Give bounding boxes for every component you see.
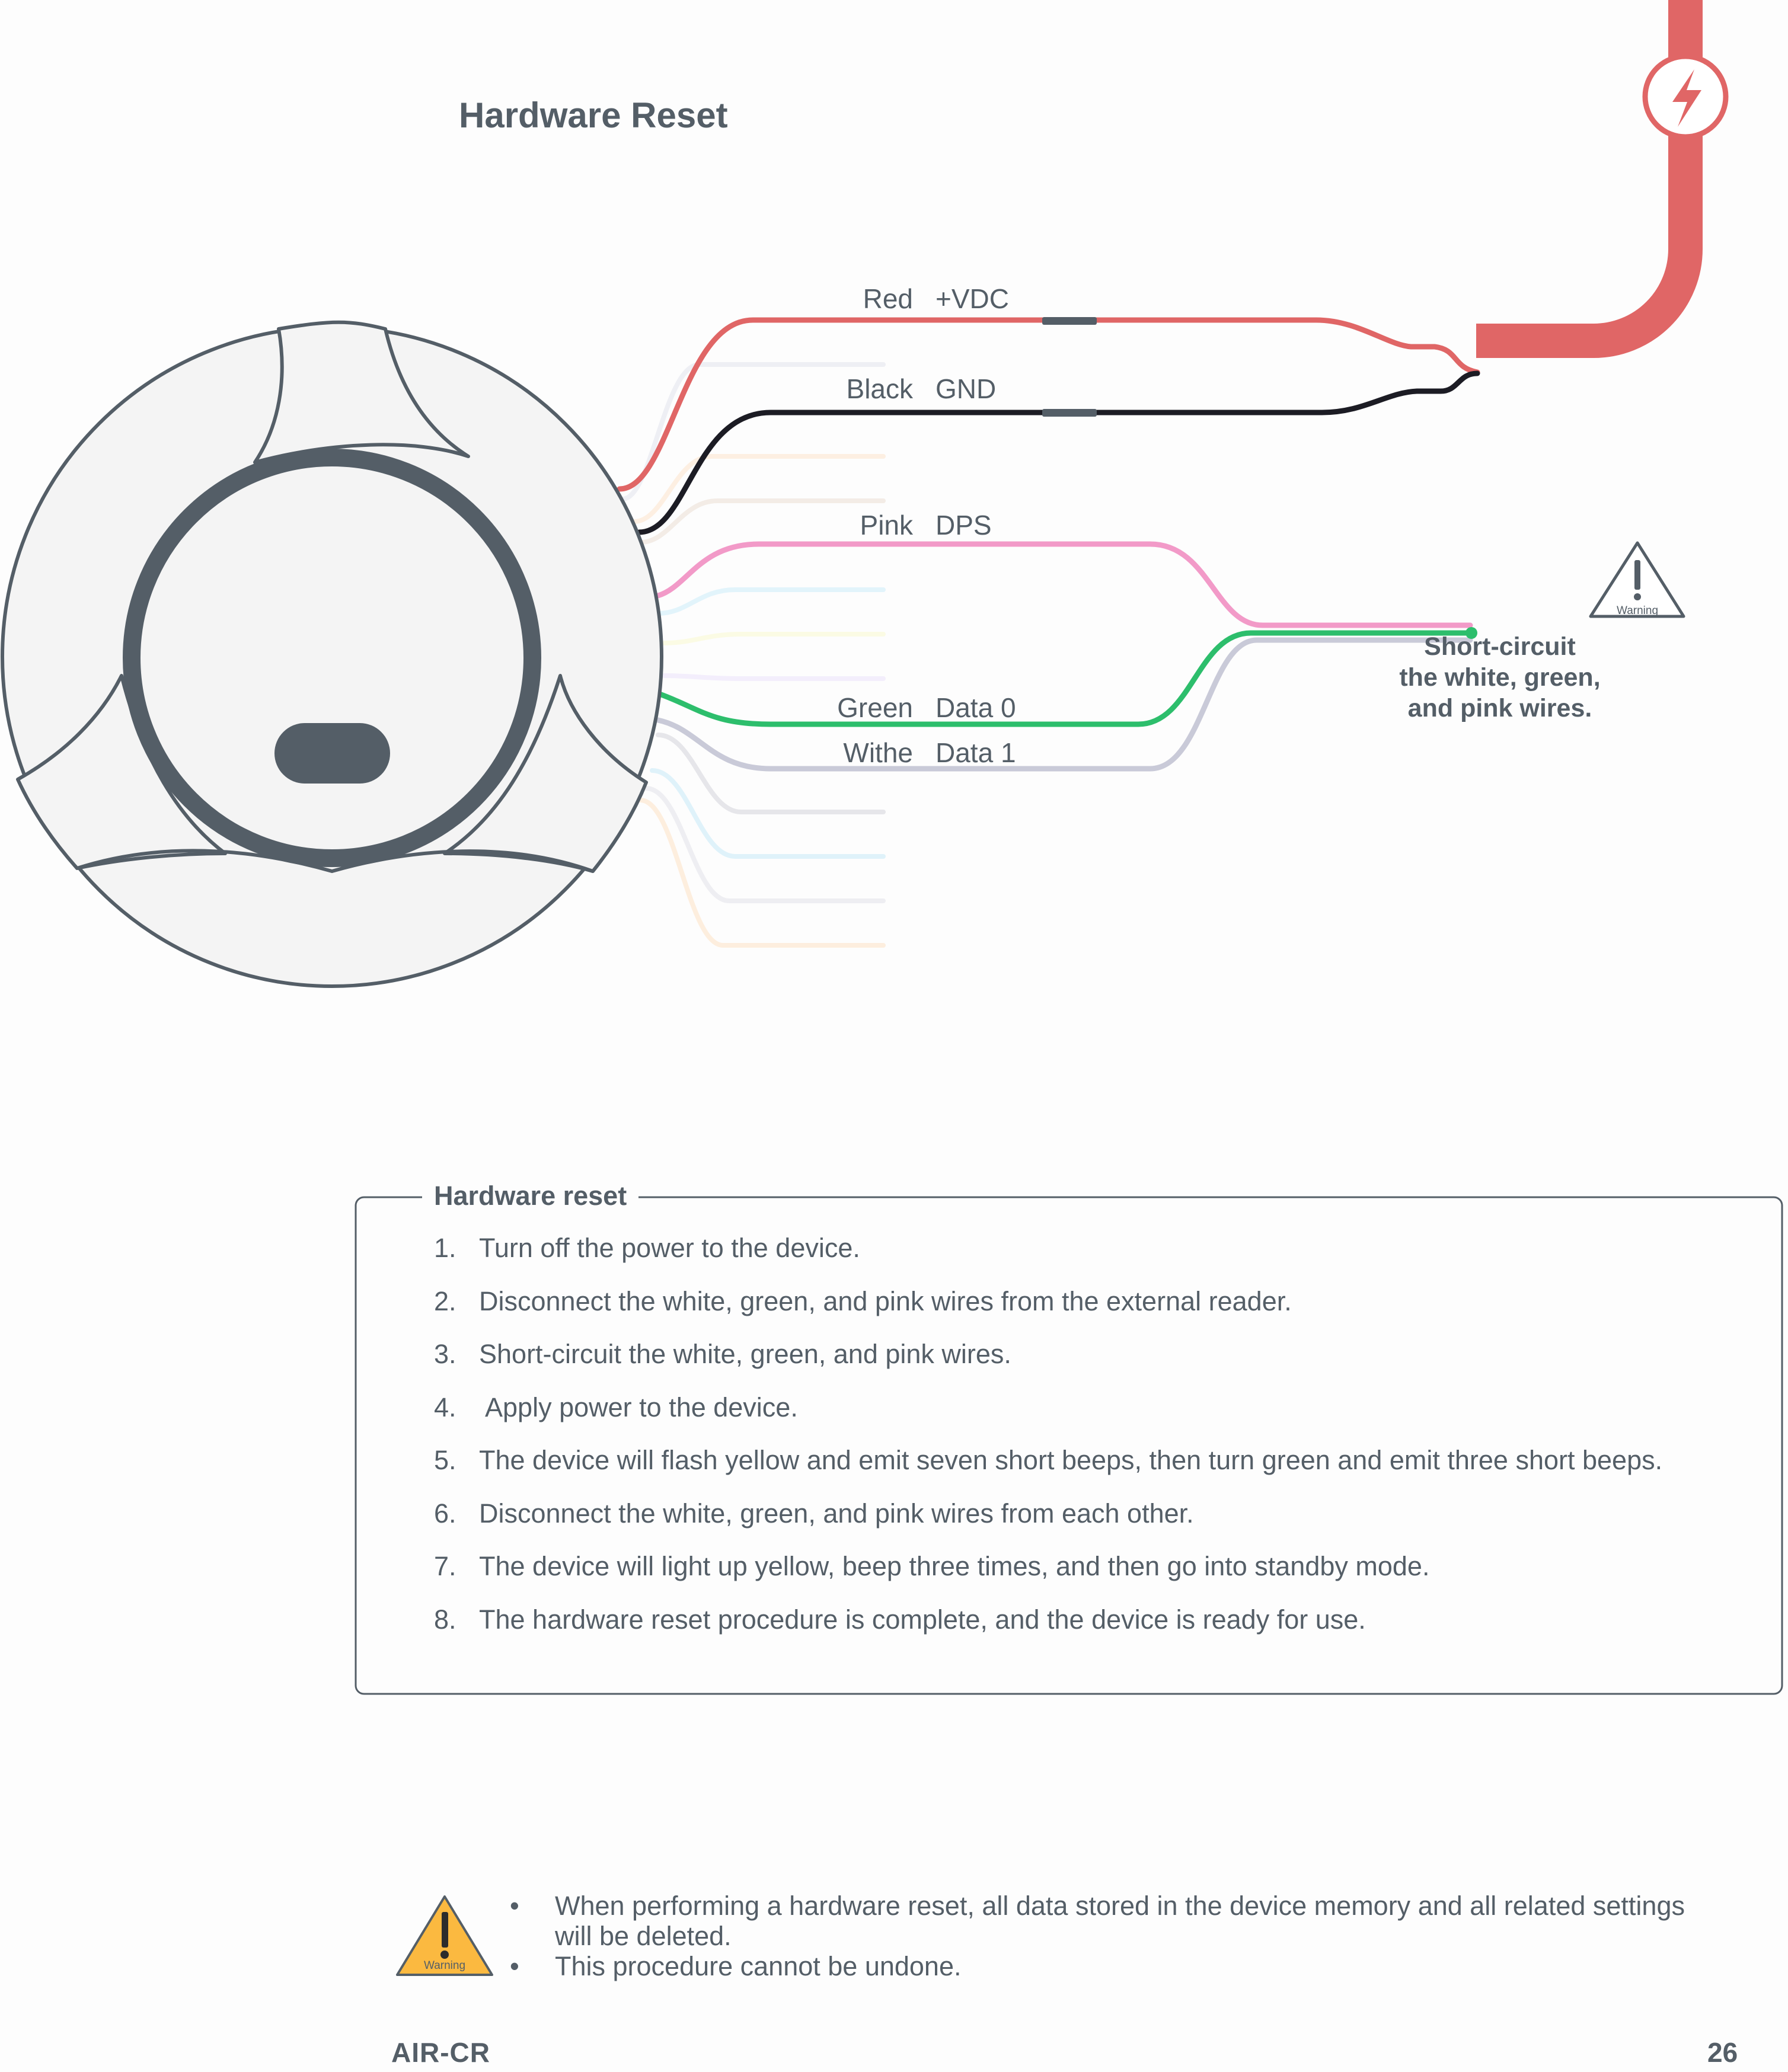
- wire-color-pink: Pink: [860, 510, 913, 541]
- device-left-notch: [16, 674, 227, 870]
- status-led: [274, 723, 390, 784]
- reader-device: [1, 320, 663, 988]
- page-number: 26: [1707, 2037, 1738, 2068]
- white-wire: [655, 637, 1473, 772]
- wire-color-white: Withe: [843, 737, 913, 768]
- footer-warning-list: When performing a hardware reset, all da…: [510, 1891, 1696, 1981]
- footer-warning-icon: [396, 1895, 493, 1976]
- page-title: Hardware Reset: [459, 95, 728, 135]
- wire-color-black: Black: [846, 373, 913, 404]
- footer-warning-item: This procedure cannot be undone.: [510, 1951, 1696, 1981]
- wire-color-red: Red: [863, 283, 913, 314]
- footer-warning-label: Warning: [423, 1959, 466, 1972]
- short-circuit-warning-label: Warning: [1616, 605, 1659, 617]
- power-cable: [1476, 0, 1729, 358]
- short-circuit-note: Short-circuit the white, green, and pink…: [1352, 631, 1648, 724]
- led-ring: [123, 449, 541, 867]
- short-circuit-note-line: and pink wires.: [1407, 694, 1592, 722]
- footer-warning-item: When performing a hardware reset, all da…: [510, 1891, 1696, 1951]
- black-wire: [636, 370, 1480, 535]
- procedure-title: Hardware reset: [422, 1181, 639, 1211]
- short-circuit-note-line: the white, green,: [1399, 663, 1601, 692]
- wire-signal-data1: Data 1: [935, 737, 1016, 768]
- wire-signal-gnd: GND: [935, 373, 997, 404]
- red-wire: [617, 317, 1480, 492]
- short-circuit-warning-icon: [1589, 541, 1685, 618]
- short-circuit-junction: [1465, 627, 1477, 639]
- pink-wire: [655, 541, 1473, 628]
- short-circuit-note-line: Short-circuit: [1424, 632, 1576, 661]
- green-wire: [655, 630, 1473, 727]
- device-top-notch: [253, 320, 470, 464]
- black-wire-connector: [1042, 409, 1097, 417]
- wire-color-green: Green: [837, 692, 913, 723]
- active-wires: [617, 317, 1480, 772]
- wire-signal-vdc: +VDC: [935, 283, 1009, 314]
- procedure-frame: [355, 1196, 1783, 1695]
- wire-signal-data0: Data 0: [935, 692, 1016, 723]
- red-wire-connector: [1042, 317, 1097, 325]
- lightning-bolt-icon: [1672, 69, 1701, 127]
- wire-signal-dps: DPS: [935, 510, 992, 541]
- unused-wires: [620, 362, 886, 948]
- brand-name: AIR-CR: [391, 2037, 490, 2068]
- device-right-notch: [443, 674, 648, 873]
